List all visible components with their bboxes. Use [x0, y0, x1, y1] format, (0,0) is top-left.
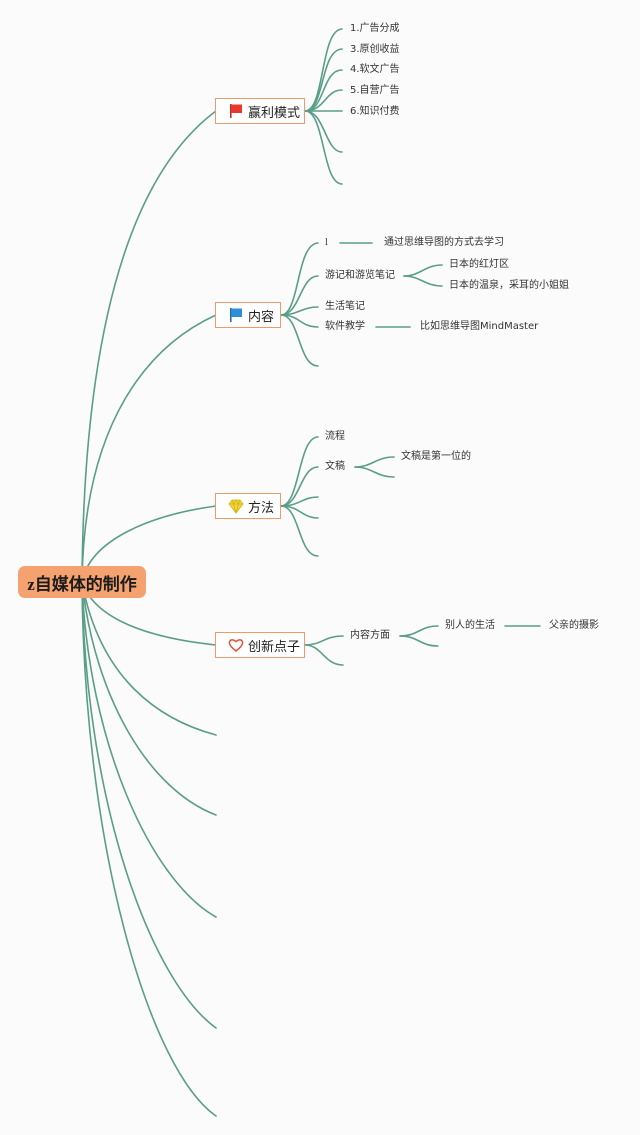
blue-flag-icon: [228, 307, 244, 323]
subtopic-software-teaching[interactable]: 软件教学: [325, 321, 365, 332]
topic-content[interactable]: 内容: [215, 302, 281, 328]
subtopic-income-4[interactable]: 4.软文广告: [350, 64, 400, 75]
subtopic-japan-onsen[interactable]: 日本的温泉，采耳的小姐姐: [449, 280, 569, 291]
root-topic-label: z自媒体的制作: [27, 574, 137, 594]
subtopic-japan-district[interactable]: 日本的红灯区: [449, 259, 509, 270]
topic-income-model[interactable]: 赢利模式: [215, 98, 305, 124]
subtopic-manuscript[interactable]: 文稿: [325, 461, 345, 472]
subtopic-process[interactable]: 流程: [325, 431, 345, 442]
subtopic-income-1[interactable]: 1.广告分成: [350, 23, 400, 34]
subtopic-others-life[interactable]: 别人的生活: [445, 620, 495, 631]
topic-income-model-label: 赢利模式: [248, 105, 301, 121]
subtopic-mindmaster[interactable]: 比如思维导图MindMaster: [420, 321, 539, 332]
topic-content-label: 内容: [248, 309, 275, 325]
subtopic-manuscript-first[interactable]: 文稿是第一位的: [401, 451, 471, 462]
root-topic[interactable]: z自媒体的制作: [18, 566, 146, 598]
subtopic-father-photography[interactable]: 父亲的摄影: [549, 620, 599, 631]
heart-icon: [228, 637, 244, 653]
subtopic-travel-notes[interactable]: 游记和游览笔记: [325, 270, 395, 281]
gem-icon: [228, 498, 244, 514]
subtopic-income-6[interactable]: 6.知识付费: [350, 106, 400, 117]
subtopic-life-notes[interactable]: 生活笔记: [325, 301, 365, 312]
subtopic-learn-mindmap[interactable]: 通过思维导图的方式去学习: [384, 237, 504, 248]
topic-method[interactable]: 方法: [215, 493, 281, 519]
subtopic-income-3[interactable]: 3.原创收益: [350, 44, 400, 55]
topic-ideas-label: 创新点子: [248, 639, 301, 655]
topic-method-label: 方法: [248, 500, 275, 516]
subtopic-income-5[interactable]: 5.自营广告: [350, 85, 400, 96]
subtopic-content-aspect[interactable]: 内容方面: [350, 630, 390, 641]
red-flag-icon: [228, 103, 244, 119]
subtopic-content-l[interactable]: l: [325, 237, 328, 248]
topic-ideas[interactable]: 创新点子: [215, 632, 305, 658]
